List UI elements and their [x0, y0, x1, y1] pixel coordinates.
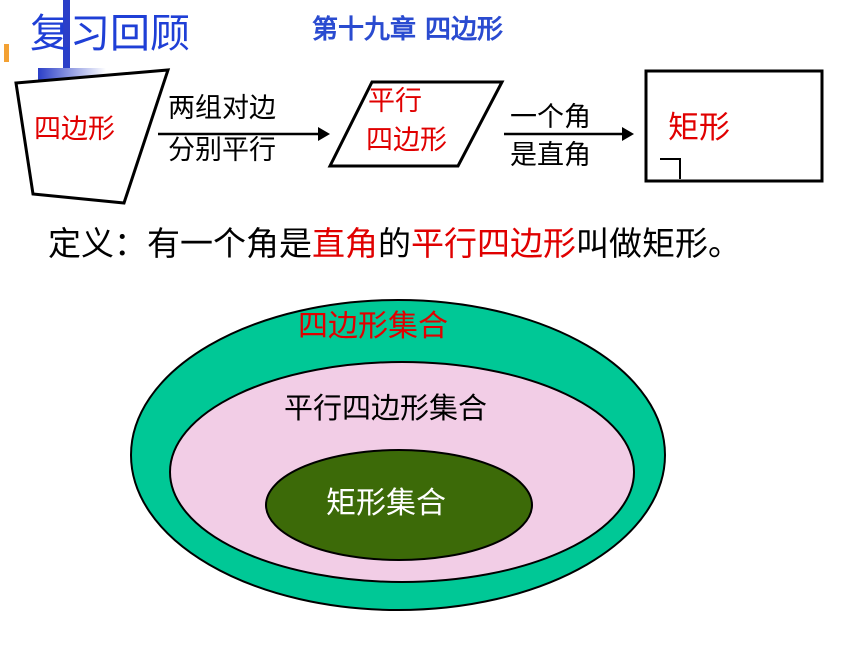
arrow-2-label-top: 一个角: [510, 102, 591, 133]
quadrilateral-shape: [14, 68, 171, 205]
rectangle-shape: [644, 69, 824, 183]
title-decoration-vertical: [63, 0, 70, 100]
parallelogram-shape: [327, 80, 505, 168]
arrow-1-label-bottom: 分别平行: [168, 135, 276, 166]
quadrilateral-label: 四边形: [34, 114, 115, 145]
venn-middle-label: 平行四边形集合: [284, 391, 488, 425]
rectangle-label: 矩形: [668, 110, 730, 146]
venn-outer-label: 四边形集合: [298, 309, 448, 344]
arrow-1-label-top: 两组对边: [168, 93, 276, 124]
title-decoration-orange: [4, 44, 9, 62]
definition-part-1: 定义：有一个角是: [48, 224, 312, 263]
parallelogram-label-top: 平行: [368, 86, 422, 117]
arrow-1-head: [318, 127, 330, 141]
parallelogram-label-bottom: 四边形: [366, 125, 447, 156]
definition-sentence: 定义：有一个角是直角的平行四边形叫做矩形。: [48, 222, 741, 266]
definition-part-5: 叫做矩形。: [576, 224, 741, 263]
right-angle-mark: [660, 158, 681, 179]
venn-inner-label: 矩形集合: [326, 486, 446, 521]
venn-inner-rectangle-set: [265, 449, 533, 561]
definition-part-3: 的: [378, 224, 411, 263]
arrow-2-head: [622, 127, 634, 141]
definition-right-angle: 直角: [312, 224, 378, 263]
chapter-title: 第十九章 四边形: [312, 15, 504, 45]
definition-parallelogram: 平行四边形: [411, 224, 576, 263]
arrow-2-label-bottom: 是直角: [510, 140, 591, 171]
review-title: 复习回顾: [30, 11, 190, 57]
